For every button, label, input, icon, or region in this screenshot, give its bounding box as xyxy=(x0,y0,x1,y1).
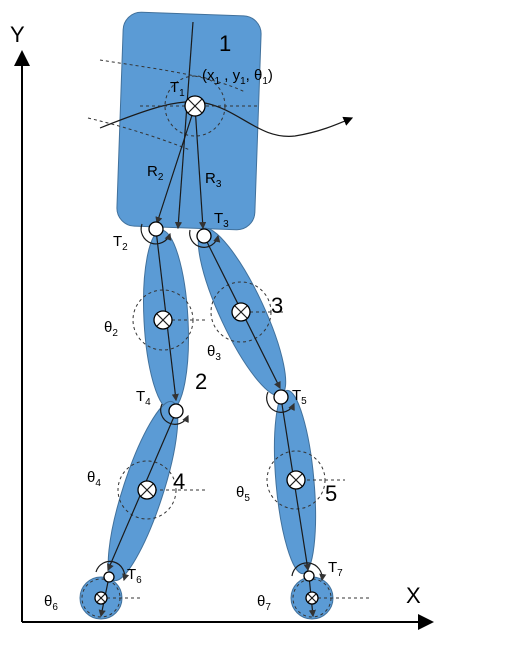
joint-arc-t6 xyxy=(95,560,130,582)
joint-t7 xyxy=(303,570,315,582)
joint-arc-t5 xyxy=(266,391,295,413)
joint-t5-label: T5 xyxy=(292,387,307,407)
angle-arc-theta-7 xyxy=(292,578,332,618)
joint-t6-label: T6 xyxy=(127,566,142,586)
center-of-mass-torso xyxy=(184,95,206,117)
angle-theta-6-label: θ6 xyxy=(44,593,58,613)
angle-theta-5-label: θ5 xyxy=(236,484,250,504)
vector-r3 xyxy=(194,105,207,230)
angle-arc-theta-3 xyxy=(210,281,272,343)
angle-arc-theta-5 xyxy=(266,450,326,510)
joint-arc-t2 xyxy=(140,223,172,245)
vector-r2-label: R2 xyxy=(147,163,164,183)
center-of-mass-thigh-2 xyxy=(153,310,173,330)
joint-t4-label: T4 xyxy=(136,388,151,408)
torso-coordinates-label: (x1 , y1, θ1) xyxy=(202,67,273,87)
joint-t7-label: T7 xyxy=(328,559,343,579)
joint-arc-t7 xyxy=(291,562,327,582)
center-of-mass-shank-4 xyxy=(137,480,157,500)
center-of-mass-foot-6 xyxy=(94,591,108,605)
center-of-mass-foot-7 xyxy=(305,591,319,605)
angle-arc-theta-4 xyxy=(117,460,177,520)
x-axis-label: X xyxy=(406,583,421,608)
joint-t5 xyxy=(273,389,289,405)
center-of-mass-shank-5 xyxy=(286,470,306,490)
joint-t6 xyxy=(103,571,115,583)
angle-theta-3-label: θ3 xyxy=(207,343,221,363)
angle-theta-2-label: θ2 xyxy=(104,319,118,339)
segment-2-number: 2 xyxy=(195,369,207,394)
motion-path xyxy=(99,101,354,137)
joint-t2 xyxy=(148,221,164,237)
segment-3-number: 3 xyxy=(271,293,283,318)
segment-1-number: 1 xyxy=(219,31,231,56)
segment-1-torso xyxy=(116,11,262,231)
joint-t3 xyxy=(196,228,212,244)
angle-theta-7-label: θ7 xyxy=(257,593,271,613)
angle-theta-4-label: θ4 xyxy=(87,469,101,489)
torso-axis-line xyxy=(174,21,194,230)
joint-arc-t3 xyxy=(189,229,221,248)
torso-center-label: T1 xyxy=(170,79,185,99)
joint-t4 xyxy=(168,403,184,419)
vector-r3-label: R3 xyxy=(205,170,222,190)
segment-5-number: 5 xyxy=(325,481,337,506)
angle-arc-theta-6 xyxy=(81,578,121,618)
vector-r2 xyxy=(155,105,196,225)
joint-arc-t4 xyxy=(160,403,189,425)
joint-t2-label: T2 xyxy=(113,233,128,253)
segment-4-number: 4 xyxy=(173,469,185,494)
y-axis-label: Y xyxy=(10,22,25,47)
joint-t3-label: T3 xyxy=(214,210,229,230)
angle-arc-theta-1 xyxy=(164,75,226,137)
trajectory-upper-bound xyxy=(99,59,246,93)
angle-arc-theta-2 xyxy=(132,289,194,351)
center-of-mass-thigh-3 xyxy=(231,302,251,322)
